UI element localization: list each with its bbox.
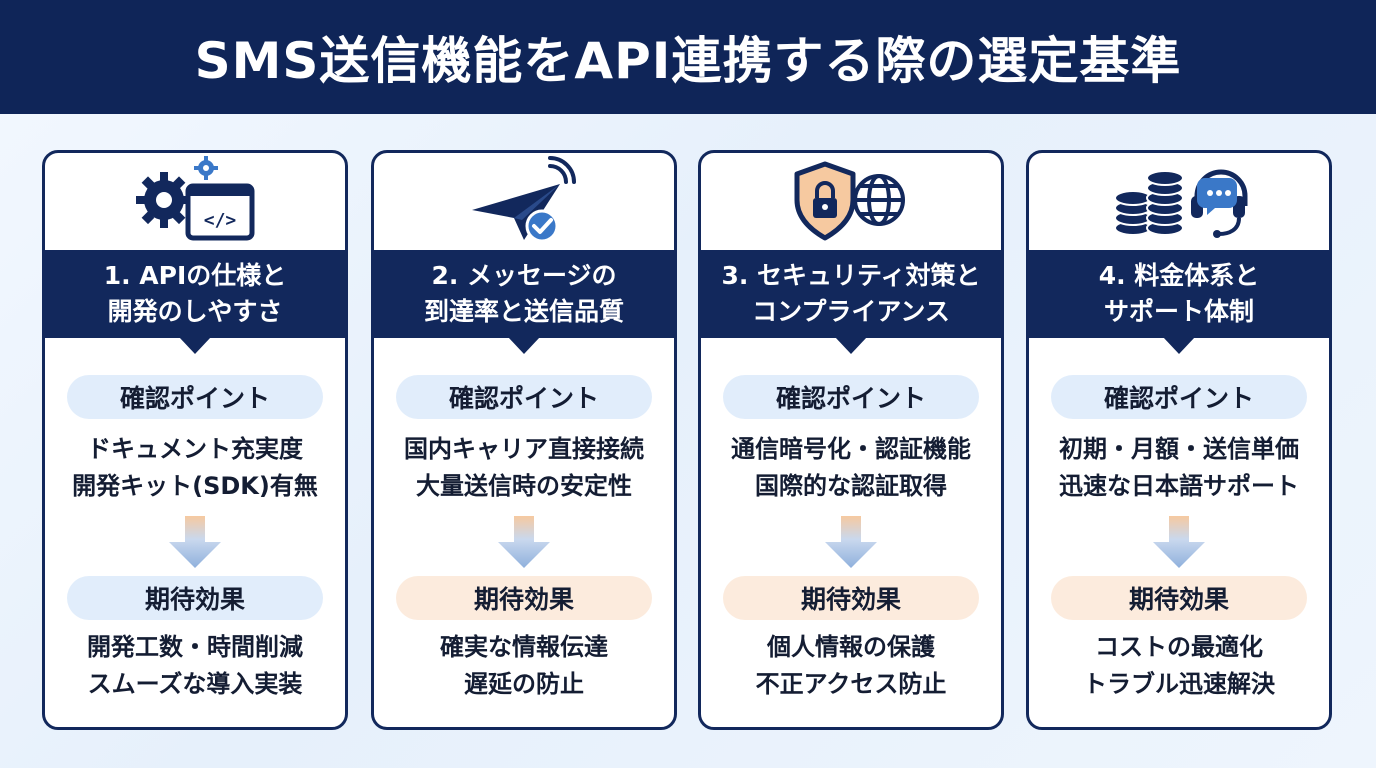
check-point-item: 大量送信時の安定性 xyxy=(416,472,632,500)
expected-effect-list: コストの最適化 トラブル迅速解決 xyxy=(1029,629,1329,703)
card-heading-line-2: 開発のしやすさ xyxy=(107,297,283,326)
check-point-label: 確認ポイント xyxy=(396,375,652,419)
paper-plane-check-icon xyxy=(374,153,674,249)
card-heading-line-1: 2. メッセージの xyxy=(431,261,617,290)
check-point-list: 通信暗号化・認証機能 国際的な認証取得 xyxy=(701,431,1001,505)
expected-effect-item: 開発工数・時間削減 xyxy=(87,633,303,661)
expected-effect-item: トラブル迅速解決 xyxy=(1083,670,1275,698)
check-point-item: 通信暗号化・認証機能 xyxy=(731,435,971,463)
criteria-card-4: 4. 料金体系と サポート体制 確認ポイント 初期・月額・送信単価 迅速な日本語… xyxy=(1026,150,1332,730)
card-heading-line-1: 1. APIの仕様と xyxy=(103,261,287,290)
check-point-label: 確認ポイント xyxy=(67,375,323,419)
down-arrow-icon xyxy=(1153,516,1205,568)
expected-effect-item: コストの最適化 xyxy=(1095,633,1263,661)
criteria-card-3: 3. セキュリティ対策と コンプライアンス 確認ポイント 通信暗号化・認証機能 … xyxy=(698,150,1004,730)
card-heading: 4. 料金体系と サポート体制 xyxy=(1026,250,1332,338)
card-heading-line-1: 4. 料金体系と xyxy=(1098,261,1260,290)
expected-effect-label: 期待効果 xyxy=(723,576,979,620)
expected-effect-list: 開発工数・時間削減 スムーズな導入実装 xyxy=(45,629,345,703)
card-heading: 1. APIの仕様と 開発のしやすさ xyxy=(42,250,348,338)
card-heading-line-2: サポート体制 xyxy=(1103,297,1254,326)
check-point-list: ドキュメント充実度 開発キット(SDK)有無 xyxy=(45,431,345,505)
check-point-list: 国内キャリア直接接続 大量送信時の安定性 xyxy=(374,431,674,505)
title-banner: SMS送信機能をAPI連携する際の選定基準 xyxy=(0,0,1376,114)
card-heading-line-2: コンプライアンス xyxy=(752,297,950,326)
check-point-item: 迅速な日本語サポート xyxy=(1059,472,1299,500)
expected-effect-item: 確実な情報伝達 xyxy=(440,633,608,661)
expected-effect-list: 確実な情報伝達 遅延の防止 xyxy=(374,629,674,703)
criteria-card-2: 2. メッセージの 到達率と送信品質 確認ポイント 国内キャリア直接接続 大量送… xyxy=(371,150,677,730)
card-heading: 2. メッセージの 到達率と送信品質 xyxy=(371,250,677,338)
down-arrow-icon xyxy=(825,516,877,568)
expected-effect-label: 期待効果 xyxy=(396,576,652,620)
card-heading: 3. セキュリティ対策と コンプライアンス xyxy=(698,250,1004,338)
svg-text:</>: </> xyxy=(204,210,237,231)
check-point-label: 確認ポイント xyxy=(723,375,979,419)
expected-effect-item: 個人情報の保護 xyxy=(767,633,935,661)
down-arrow-icon xyxy=(498,516,550,568)
expected-effect-item: スムーズな導入実装 xyxy=(87,670,303,698)
check-point-item: 国内キャリア直接接続 xyxy=(404,435,644,463)
criteria-card-1: </> 1. APIの仕様と 開発のしやすさ 確認ポイント ドキュメント充実度 … xyxy=(42,150,348,730)
expected-effect-list: 個人情報の保護 不正アクセス防止 xyxy=(701,629,1001,703)
card-heading-line-1: 3. セキュリティ対策と xyxy=(721,261,981,290)
shield-lock-globe-icon xyxy=(701,153,1001,249)
expected-effect-item: 遅延の防止 xyxy=(464,670,584,698)
down-arrow-icon xyxy=(169,516,221,568)
expected-effect-item: 不正アクセス防止 xyxy=(755,670,947,698)
page-title: SMS送信機能をAPI連携する際の選定基準 xyxy=(194,32,1182,90)
expected-effect-label: 期待効果 xyxy=(67,576,323,620)
coins-headset-icon xyxy=(1029,153,1329,249)
check-point-item: 開発キット(SDK)有無 xyxy=(72,472,318,500)
check-point-label: 確認ポイント xyxy=(1051,375,1307,419)
check-point-item: 初期・月額・送信単価 xyxy=(1059,435,1299,463)
check-point-item: ドキュメント充実度 xyxy=(87,435,303,463)
check-point-list: 初期・月額・送信単価 迅速な日本語サポート xyxy=(1029,431,1329,505)
expected-effect-label: 期待効果 xyxy=(1051,576,1307,620)
card-heading-line-2: 到達率と送信品質 xyxy=(423,297,624,326)
gear-code-window-icon: </> xyxy=(45,153,345,249)
check-point-item: 国際的な認証取得 xyxy=(755,472,947,500)
